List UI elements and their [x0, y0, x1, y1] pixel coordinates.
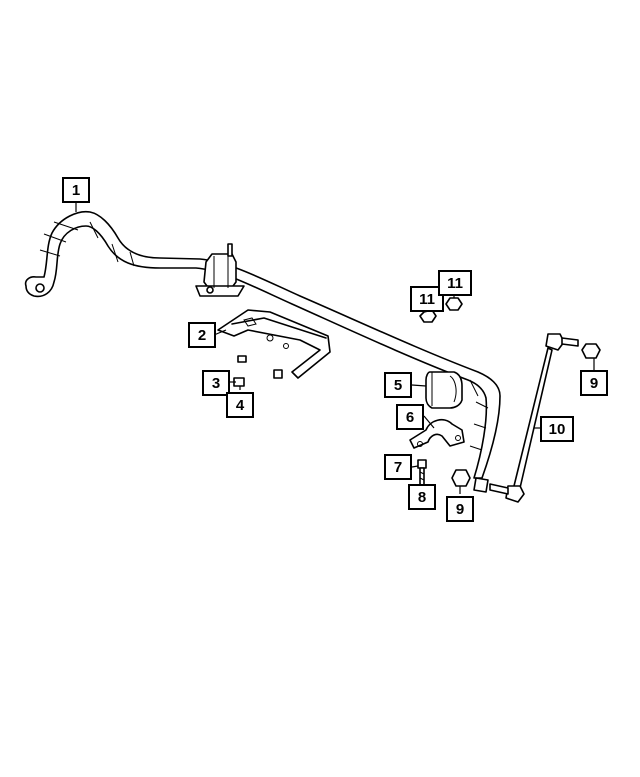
stabilizer-bar: [24, 210, 501, 493]
callout-3[interactable]: 3: [202, 370, 230, 396]
bar-mount-bracket: [195, 243, 245, 297]
nut-small: [233, 355, 283, 387]
callout-4[interactable]: 4: [226, 392, 254, 418]
flange-nut-9-upper: [581, 343, 601, 359]
bushing-retainer: [409, 418, 465, 449]
bracket-plate: [217, 309, 331, 379]
callout-9-lower[interactable]: 9: [446, 496, 474, 522]
callout-10[interactable]: 10: [540, 416, 574, 442]
callout-6[interactable]: 6: [396, 404, 424, 430]
leader-lines: [75, 203, 595, 494]
callout-11-right[interactable]: 11: [438, 270, 472, 296]
callout-5[interactable]: 5: [384, 372, 412, 398]
stabilizer-link: [489, 333, 579, 503]
callout-9-upper[interactable]: 9: [580, 370, 608, 396]
callout-8[interactable]: 8: [408, 484, 436, 510]
bushing: [425, 371, 463, 409]
callout-7[interactable]: 7: [384, 454, 412, 480]
callout-2[interactable]: 2: [188, 322, 216, 348]
callout-1[interactable]: 1: [62, 177, 90, 203]
flange-nut-9-lower: [451, 469, 471, 487]
